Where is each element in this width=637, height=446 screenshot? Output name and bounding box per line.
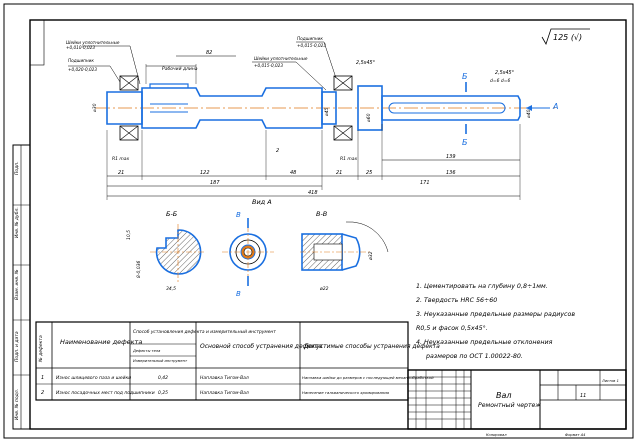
svg-text:Дефекты тела: Дефекты тела <box>132 349 160 353</box>
svg-text:122: 122 <box>200 170 210 176</box>
svg-text:Способ установления дефекта и: Способ установления дефекта и измеритель… <box>133 329 276 335</box>
svg-text:Основной способ устранения деф: Основной способ устранения дефекта <box>200 343 323 350</box>
title-subtitle: Ремонтный чертеж <box>478 402 541 409</box>
title-block: Вал Ремонтный чертеж 11 Листов 1 Копиров… <box>407 369 627 437</box>
svg-text:Подшипник: Подшипник <box>297 36 323 41</box>
view-a-label: Вид А <box>252 198 272 206</box>
svg-text:В: В <box>236 290 241 298</box>
svg-text:10,5: 10,5 <box>126 230 132 240</box>
svg-text:25: 25 <box>366 170 372 176</box>
svg-text:171: 171 <box>420 180 430 186</box>
svg-text:В: В <box>236 211 241 219</box>
row1-main: Наплавка Тигом-Вал <box>200 375 249 381</box>
svg-text:⌀40: ⌀40 <box>526 109 532 118</box>
svg-text:+0,020-0,023: +0,020-0,023 <box>68 67 97 72</box>
svg-text:Копировал: Копировал <box>486 433 507 437</box>
svg-text:2: 2 <box>276 148 279 154</box>
svg-text:R1 max: R1 max <box>112 156 130 162</box>
svg-text:ø32: ø32 <box>368 251 374 261</box>
svg-text:8-0,036: 8-0,036 <box>136 260 142 278</box>
title-name: Вал <box>496 391 512 400</box>
svg-text:418: 418 <box>308 190 318 196</box>
svg-text:Шейки уплотнительные: Шейки уплотнительные <box>254 56 308 61</box>
view-a-circles: В В <box>222 211 274 298</box>
roughness-text: 125 (√) <box>553 33 582 42</box>
right-bearing-bottom <box>333 125 353 141</box>
row2-method: 0,25 <box>158 390 168 396</box>
svg-text:+0,015-0,023: +0,015-0,023 <box>297 43 326 48</box>
svg-text:Рабочий длина: Рабочий длина <box>162 66 198 72</box>
row2-num: 2 <box>41 390 44 396</box>
svg-text:+0,010-0,023: +0,010-0,023 <box>66 45 95 50</box>
svg-text:⌀45: ⌀45 <box>324 107 330 116</box>
section-vv-label: В-В <box>316 210 328 218</box>
svg-text:2,5x45°: 2,5x45° <box>495 70 514 76</box>
view-a-arrow: А <box>552 102 558 111</box>
dimension-chain: 21 122 48 21 25 136 139 187 171 418 <box>106 124 521 200</box>
svg-text:Наименование дефекта: Наименование дефекта <box>60 338 142 346</box>
svg-text:Формат А4: Формат А4 <box>565 433 586 437</box>
svg-text:d=6 d=6: d=6 d=6 <box>490 78 511 84</box>
svg-text:R1 max: R1 max <box>340 156 358 162</box>
svg-text:№ дефекта: № дефекта <box>38 335 44 363</box>
row2-alt: Нанесение гальванического хромирования <box>302 390 390 395</box>
svg-text:⌀60: ⌀60 <box>366 113 372 122</box>
note-3: 3. Неуказанные предельные размеры радиус… <box>416 311 576 318</box>
shaft-main-view: Б Б А Шейки уплотнительные +0,010-0,023 … <box>66 36 558 162</box>
svg-text:48: 48 <box>290 170 296 176</box>
svg-text:Подшипник: Подшипник <box>68 58 94 63</box>
row1-num: 1 <box>41 375 44 381</box>
roughness-symbol: 125 (√) <box>541 28 590 45</box>
svg-text:Листов 1: Листов 1 <box>601 379 619 383</box>
svg-text:⌀30: ⌀30 <box>92 103 98 112</box>
row1-alt: Наплавка шейки до размеров с последующей… <box>302 375 434 380</box>
stamp-text-4: Подп. и дата <box>14 331 20 362</box>
svg-text:136: 136 <box>446 170 456 176</box>
section-b-bottom: Б <box>462 138 468 147</box>
left-bearing-bottom <box>119 125 139 141</box>
svg-text:21: 21 <box>336 170 342 176</box>
stamp-text-3: Взам. инв. № <box>14 269 20 300</box>
section-bb-label: Б-Б <box>166 210 178 218</box>
note-6: размеров по ОСТ 1.00022-80. <box>426 353 523 360</box>
svg-text:+0,015-0,023: +0,015-0,023 <box>254 63 283 68</box>
outer-frame <box>3 3 634 439</box>
section-b-top: Б <box>462 72 468 81</box>
svg-text:Допустимые способы устранения: Допустимые способы устранения дефекта <box>303 343 440 350</box>
svg-text:Измерительный инструмент: Измерительный инструмент <box>133 359 188 363</box>
section-vv: ø22 ø32 <box>300 221 389 292</box>
svg-text:Шейки уплотнительные: Шейки уплотнительные <box>66 40 120 45</box>
svg-text:187: 187 <box>210 180 220 186</box>
stamp-text-5: Инв. № подл. <box>14 389 20 420</box>
row1-method: 0,42 <box>158 375 168 381</box>
top-left-box <box>29 19 45 66</box>
right-bearing-top <box>333 75 353 91</box>
side-stamp: Подп. Инв. № дубл. Взам. инв. № Подп. и … <box>12 144 31 430</box>
left-bearing-top <box>119 75 139 91</box>
note-2: 2. Твердость HRC 56÷60 <box>416 297 498 304</box>
svg-text:34,5: 34,5 <box>166 286 176 292</box>
title-sheet: 11 <box>580 393 586 399</box>
note-4: R0,5 и фасок 0,5х45°. <box>416 325 488 332</box>
svg-text:ø22: ø22 <box>319 286 329 292</box>
row2-main: Наплавка Тигом-Вал <box>200 390 249 396</box>
stamp-text-2: Инв. № дубл. <box>14 207 20 238</box>
svg-text:82: 82 <box>206 50 212 56</box>
svg-text:2,5x45°: 2,5x45° <box>356 60 375 66</box>
note-1: 1. Цементировать на глубину 0,8÷1мм. <box>416 283 548 290</box>
section-bb: 10,5 8-0,036 34,5 <box>126 224 206 292</box>
row2-name: Износ посадочных мест под подшипники <box>56 390 155 396</box>
stamp-text-1: Подп. <box>14 161 20 175</box>
svg-text:21: 21 <box>118 170 124 176</box>
note-5: 4. Неуказанные предельные отклонения <box>416 339 553 346</box>
row1-name: Износ шлицевого паза и шейки <box>56 375 131 381</box>
defect-table: № дефекта Наименование дефекта Способ ус… <box>35 321 440 401</box>
svg-text:139: 139 <box>446 154 456 160</box>
